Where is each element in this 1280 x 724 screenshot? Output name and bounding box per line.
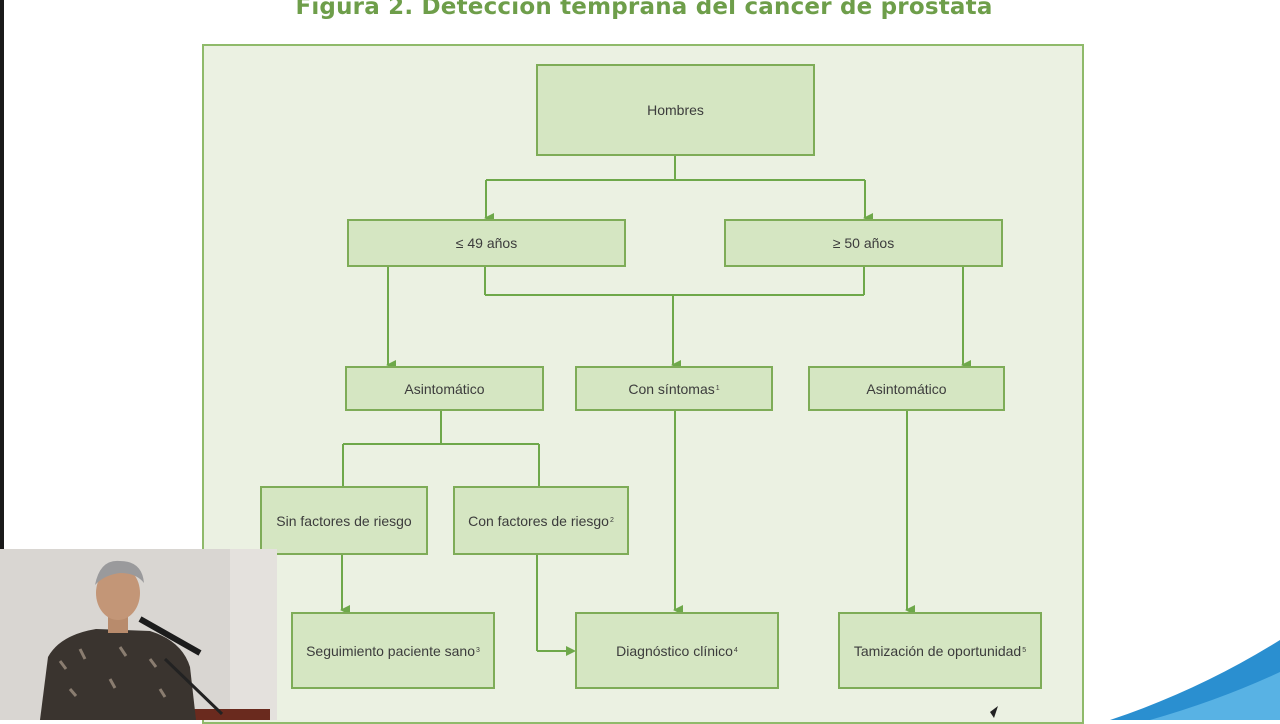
node-con-factores-label: Con factores de riesgo: [468, 512, 609, 529]
footnote-2: 2: [609, 517, 614, 524]
footnote-5: 5: [1022, 647, 1027, 654]
node-hombres: Hombres: [536, 64, 815, 156]
footnote-1: 1: [715, 385, 720, 392]
node-con-sintomas-label: Con síntomas: [628, 380, 715, 397]
footnote-3: 3: [476, 647, 480, 654]
node-asintomatico-right: Asintomático: [808, 366, 1005, 411]
webcam-video-overlay: [0, 549, 277, 720]
node-tamizacion-label: Tamización de oportunidad: [853, 642, 1022, 659]
presenter-video-frame: [0, 549, 277, 720]
footnote-4: 4: [733, 647, 738, 654]
screen-edge: [0, 0, 4, 720]
node-age-le49: ≤ 49 años: [347, 219, 626, 267]
node-asintomatico-left-label: Asintomático: [404, 380, 485, 397]
node-sin-factores-label: Sin factores de riesgo: [276, 512, 412, 529]
node-age-ge50: ≥ 50 años: [724, 219, 1003, 267]
node-asintomatico-right-label: Asintomático: [866, 380, 947, 397]
figure-title: Figura 2. Detección temprana del cáncer …: [295, 0, 993, 20]
node-asintomatico-left: Asintomático: [345, 366, 544, 411]
node-age-le49-label: ≤ 49 años: [455, 235, 518, 251]
node-hombres-label: Hombres: [647, 102, 704, 118]
node-sin-factores: Sin factores de riesgo: [260, 486, 428, 555]
node-age-ge50-label: ≥ 50 años: [832, 235, 895, 251]
node-seguimiento-label: Seguimiento paciente sano: [306, 642, 475, 659]
node-diagnostico-label: Diagnóstico clínico: [616, 642, 733, 659]
